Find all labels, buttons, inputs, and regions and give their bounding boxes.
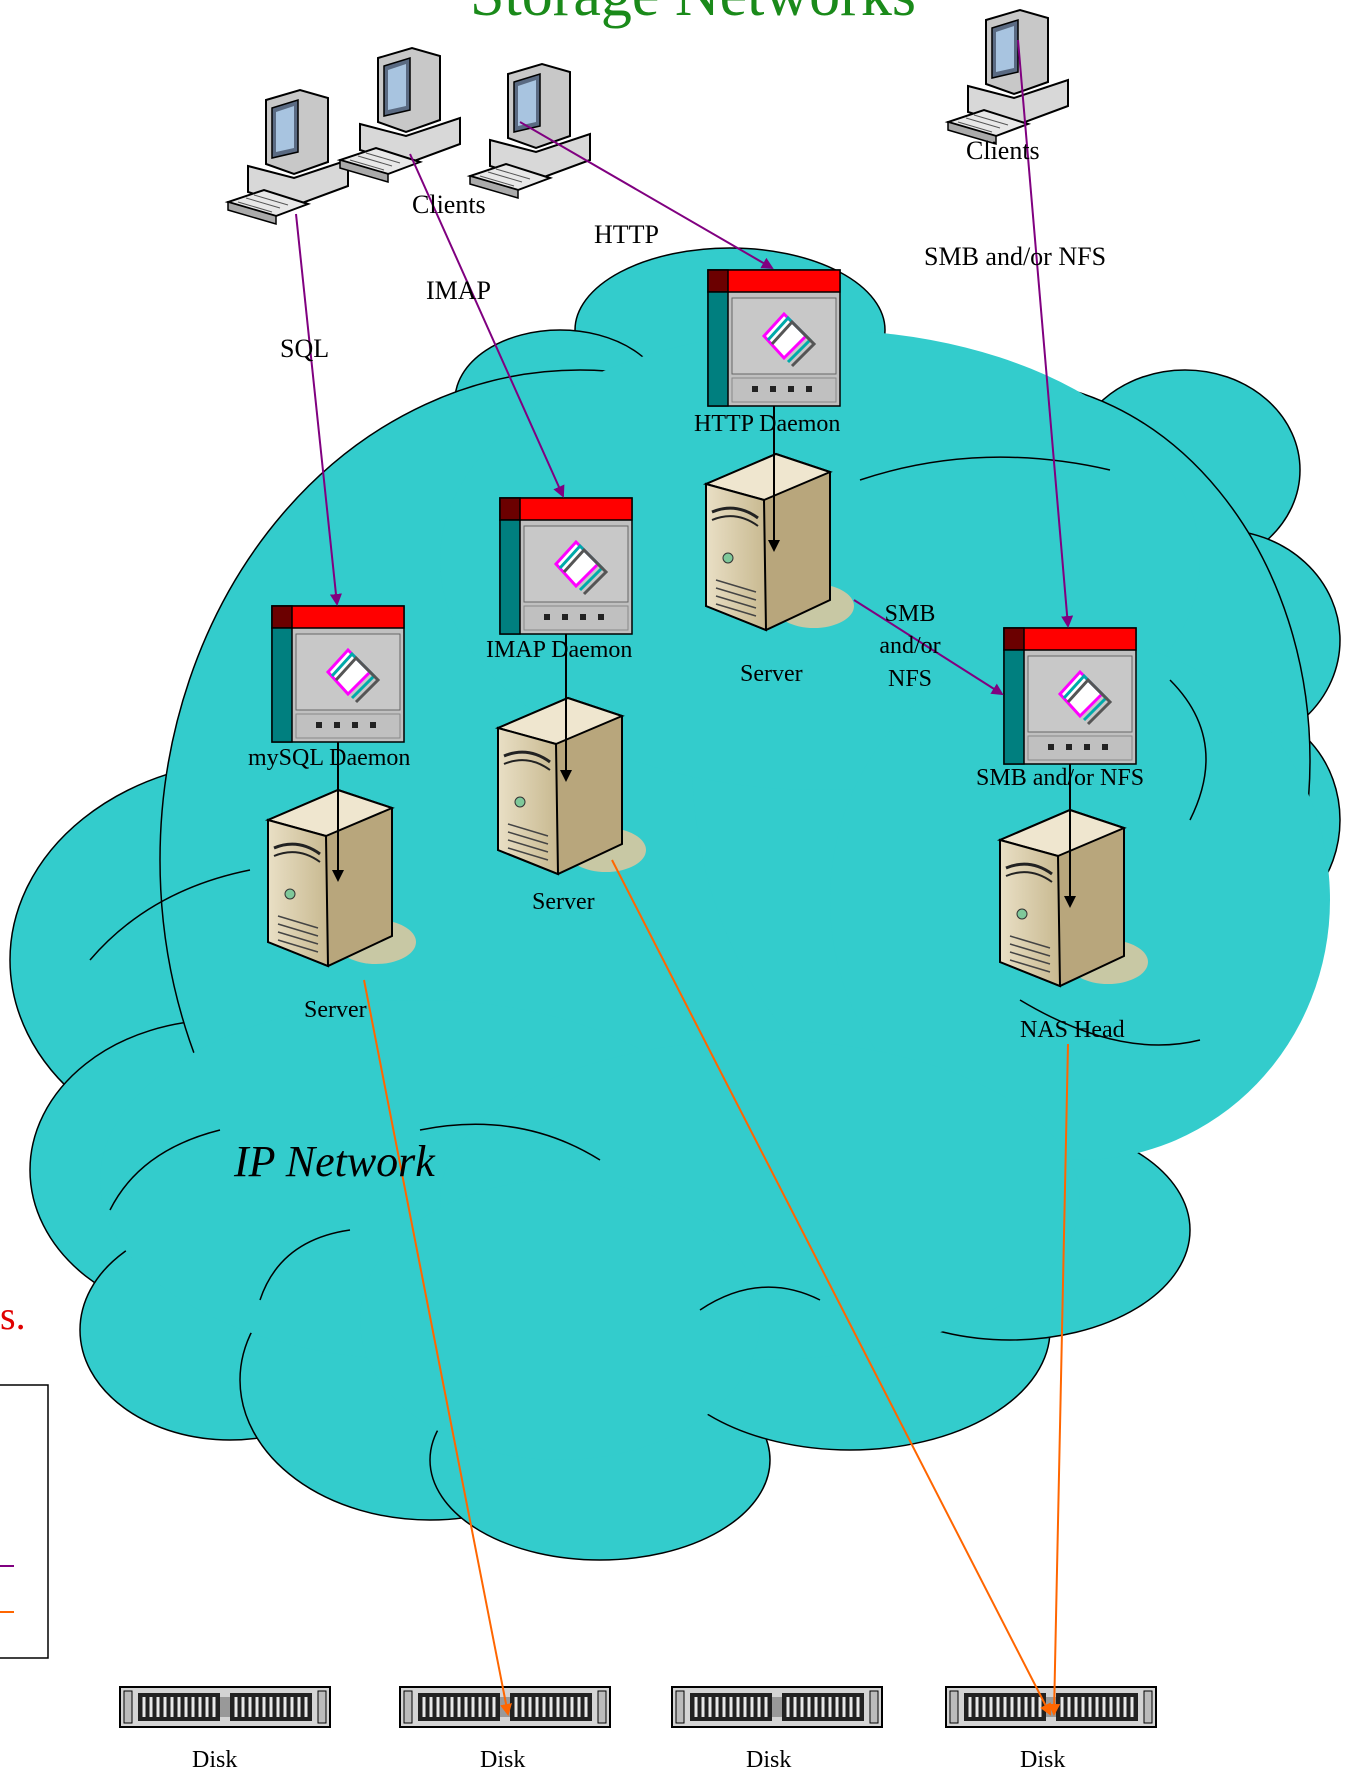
clients-label: Clients: [966, 136, 1040, 165]
http-link: [519, 121, 774, 270]
legend-box: [0, 1384, 49, 1659]
smb-nfs-daemon-icon: [1002, 626, 1138, 766]
clients-label: Clients: [412, 190, 486, 219]
disk-icon: [118, 1685, 332, 1729]
ip-network-label: IP Network: [234, 1137, 435, 1186]
disk-label: Disk: [192, 1747, 238, 1773]
disk-label: Disk: [1020, 1747, 1066, 1773]
client-pc-icon: [947, 9, 1069, 145]
page-title: Storage Networks: [470, 0, 916, 26]
imap-daemon-label: IMAP Daemon: [486, 637, 633, 663]
disk-icon: [398, 1685, 612, 1729]
client-pc-icon: [227, 89, 349, 225]
disk-icon: [670, 1685, 884, 1729]
side-text-fragment: s.: [0, 1293, 26, 1338]
imap-daemon-icon: [498, 496, 634, 636]
sql-link: [295, 213, 342, 606]
disk-label: Disk: [746, 1747, 792, 1773]
storage-link: [611, 859, 1051, 1716]
client-pc-icon: [469, 63, 591, 199]
disk-icon: [944, 1685, 1158, 1729]
mysql-daemon-icon: [270, 604, 406, 744]
ip-network-cloud: [9, 247, 1341, 1561]
smb-nfs-daemon-label: SMB and/or NFS: [976, 765, 1145, 791]
disk-label: Disk: [480, 1747, 526, 1773]
http-daemon-label: HTTP Daemon: [694, 411, 841, 437]
mysql-daemon-label: mySQL Daemon: [248, 745, 411, 771]
smb-nfs-link-label-line: and/or: [879, 633, 941, 660]
http-daemon-icon: [706, 268, 842, 408]
smb-nfs-server-link: [853, 599, 1004, 696]
storage-link: [363, 979, 512, 1716]
server-label: Server: [304, 997, 367, 1023]
smb-nfs-link-label-line: SMB: [884, 601, 936, 627]
http-protocol-label: HTTP: [594, 220, 659, 249]
storage-link: [1048, 1043, 1069, 1716]
nas-head-label: NAS Head: [1020, 1017, 1125, 1043]
smb-nfs-link-label-line: NFS: [887, 665, 933, 692]
smb-nfs-client-link: [1017, 39, 1074, 628]
server-label: Server: [740, 661, 803, 687]
sql-protocol-label: SQL: [280, 334, 330, 363]
smb-nfs-protocol-label: SMB and/or NFS: [924, 242, 1107, 271]
client-pc-icon: [339, 47, 461, 183]
server-label: Server: [532, 889, 595, 915]
smb-nfs-link-label: SMB and/or NFS: [870, 598, 950, 695]
imap-link: [409, 153, 565, 498]
imap-protocol-label: IMAP: [426, 276, 492, 305]
